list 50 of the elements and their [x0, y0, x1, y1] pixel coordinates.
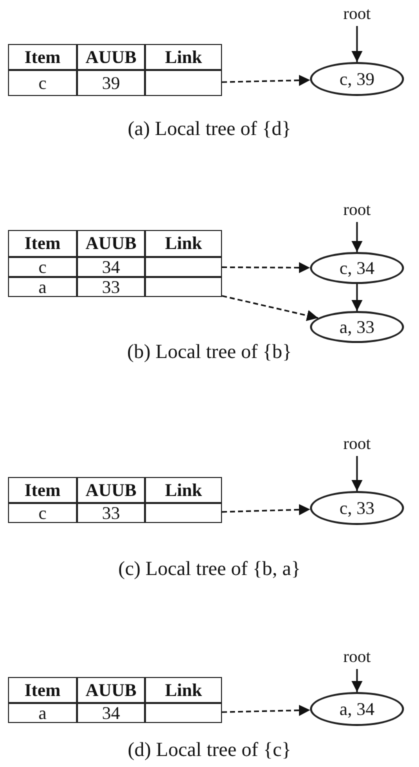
table-cell: 34	[77, 257, 145, 277]
column-header-cell: AUUB	[77, 477, 145, 503]
column-header-cell: Item	[8, 477, 77, 503]
arrow	[351, 669, 363, 692]
panel-caption: (d) Local tree of {c}	[126, 738, 292, 762]
column-header-cell: AUUB	[77, 677, 145, 703]
table-cell: c	[8, 70, 77, 96]
link-cell	[145, 277, 222, 297]
tree-node-ellipse: a, 33	[310, 311, 404, 343]
column-header-cell: Link	[145, 44, 222, 70]
link-cell	[145, 703, 222, 723]
root-label: root	[330, 432, 384, 456]
dashed-arrow	[222, 704, 310, 716]
column-header-cell: Item	[8, 677, 77, 703]
dashed-arrow	[222, 74, 310, 86]
column-header-cell: Item	[8, 230, 77, 257]
link-cell	[145, 503, 222, 523]
arrow	[351, 222, 363, 252]
tree-node-ellipse: c, 34	[310, 252, 404, 284]
column-header-cell: Link	[145, 677, 222, 703]
column-header-cell: Link	[145, 477, 222, 503]
table-cell: 33	[77, 503, 145, 523]
root-label: root	[330, 198, 384, 222]
table-cell: a	[8, 703, 77, 723]
table-cell: 34	[77, 703, 145, 723]
column-header-cell: Link	[145, 230, 222, 257]
root-label: root	[330, 645, 384, 669]
table-cell: 33	[77, 277, 145, 297]
arrow	[351, 284, 363, 311]
panel-caption: (b) Local tree of {b}	[126, 340, 293, 364]
arrow	[351, 26, 363, 62]
column-header-cell: AUUB	[77, 230, 145, 257]
table-cell: 39	[77, 70, 145, 96]
dashed-arrow	[222, 262, 310, 274]
panel-caption: (c) Local tree of {b, a}	[117, 556, 302, 582]
column-header-cell: AUUB	[77, 44, 145, 70]
table-cell: a	[8, 277, 77, 297]
tree-node-ellipse: a, 34	[310, 692, 404, 726]
link-cell	[145, 257, 222, 277]
panel-caption: (a) Local tree of {d}	[126, 116, 292, 142]
column-header-cell: Item	[8, 44, 77, 70]
table-cell: c	[8, 257, 77, 277]
table-cell: c	[8, 503, 77, 523]
tree-node-ellipse: c, 33	[310, 491, 404, 525]
link-cell	[145, 70, 222, 96]
arrow	[351, 456, 363, 491]
root-label: root	[330, 2, 384, 26]
dashed-arrow	[222, 295, 318, 321]
dashed-arrow	[222, 504, 310, 516]
tree-node-ellipse: c, 39	[310, 62, 404, 96]
